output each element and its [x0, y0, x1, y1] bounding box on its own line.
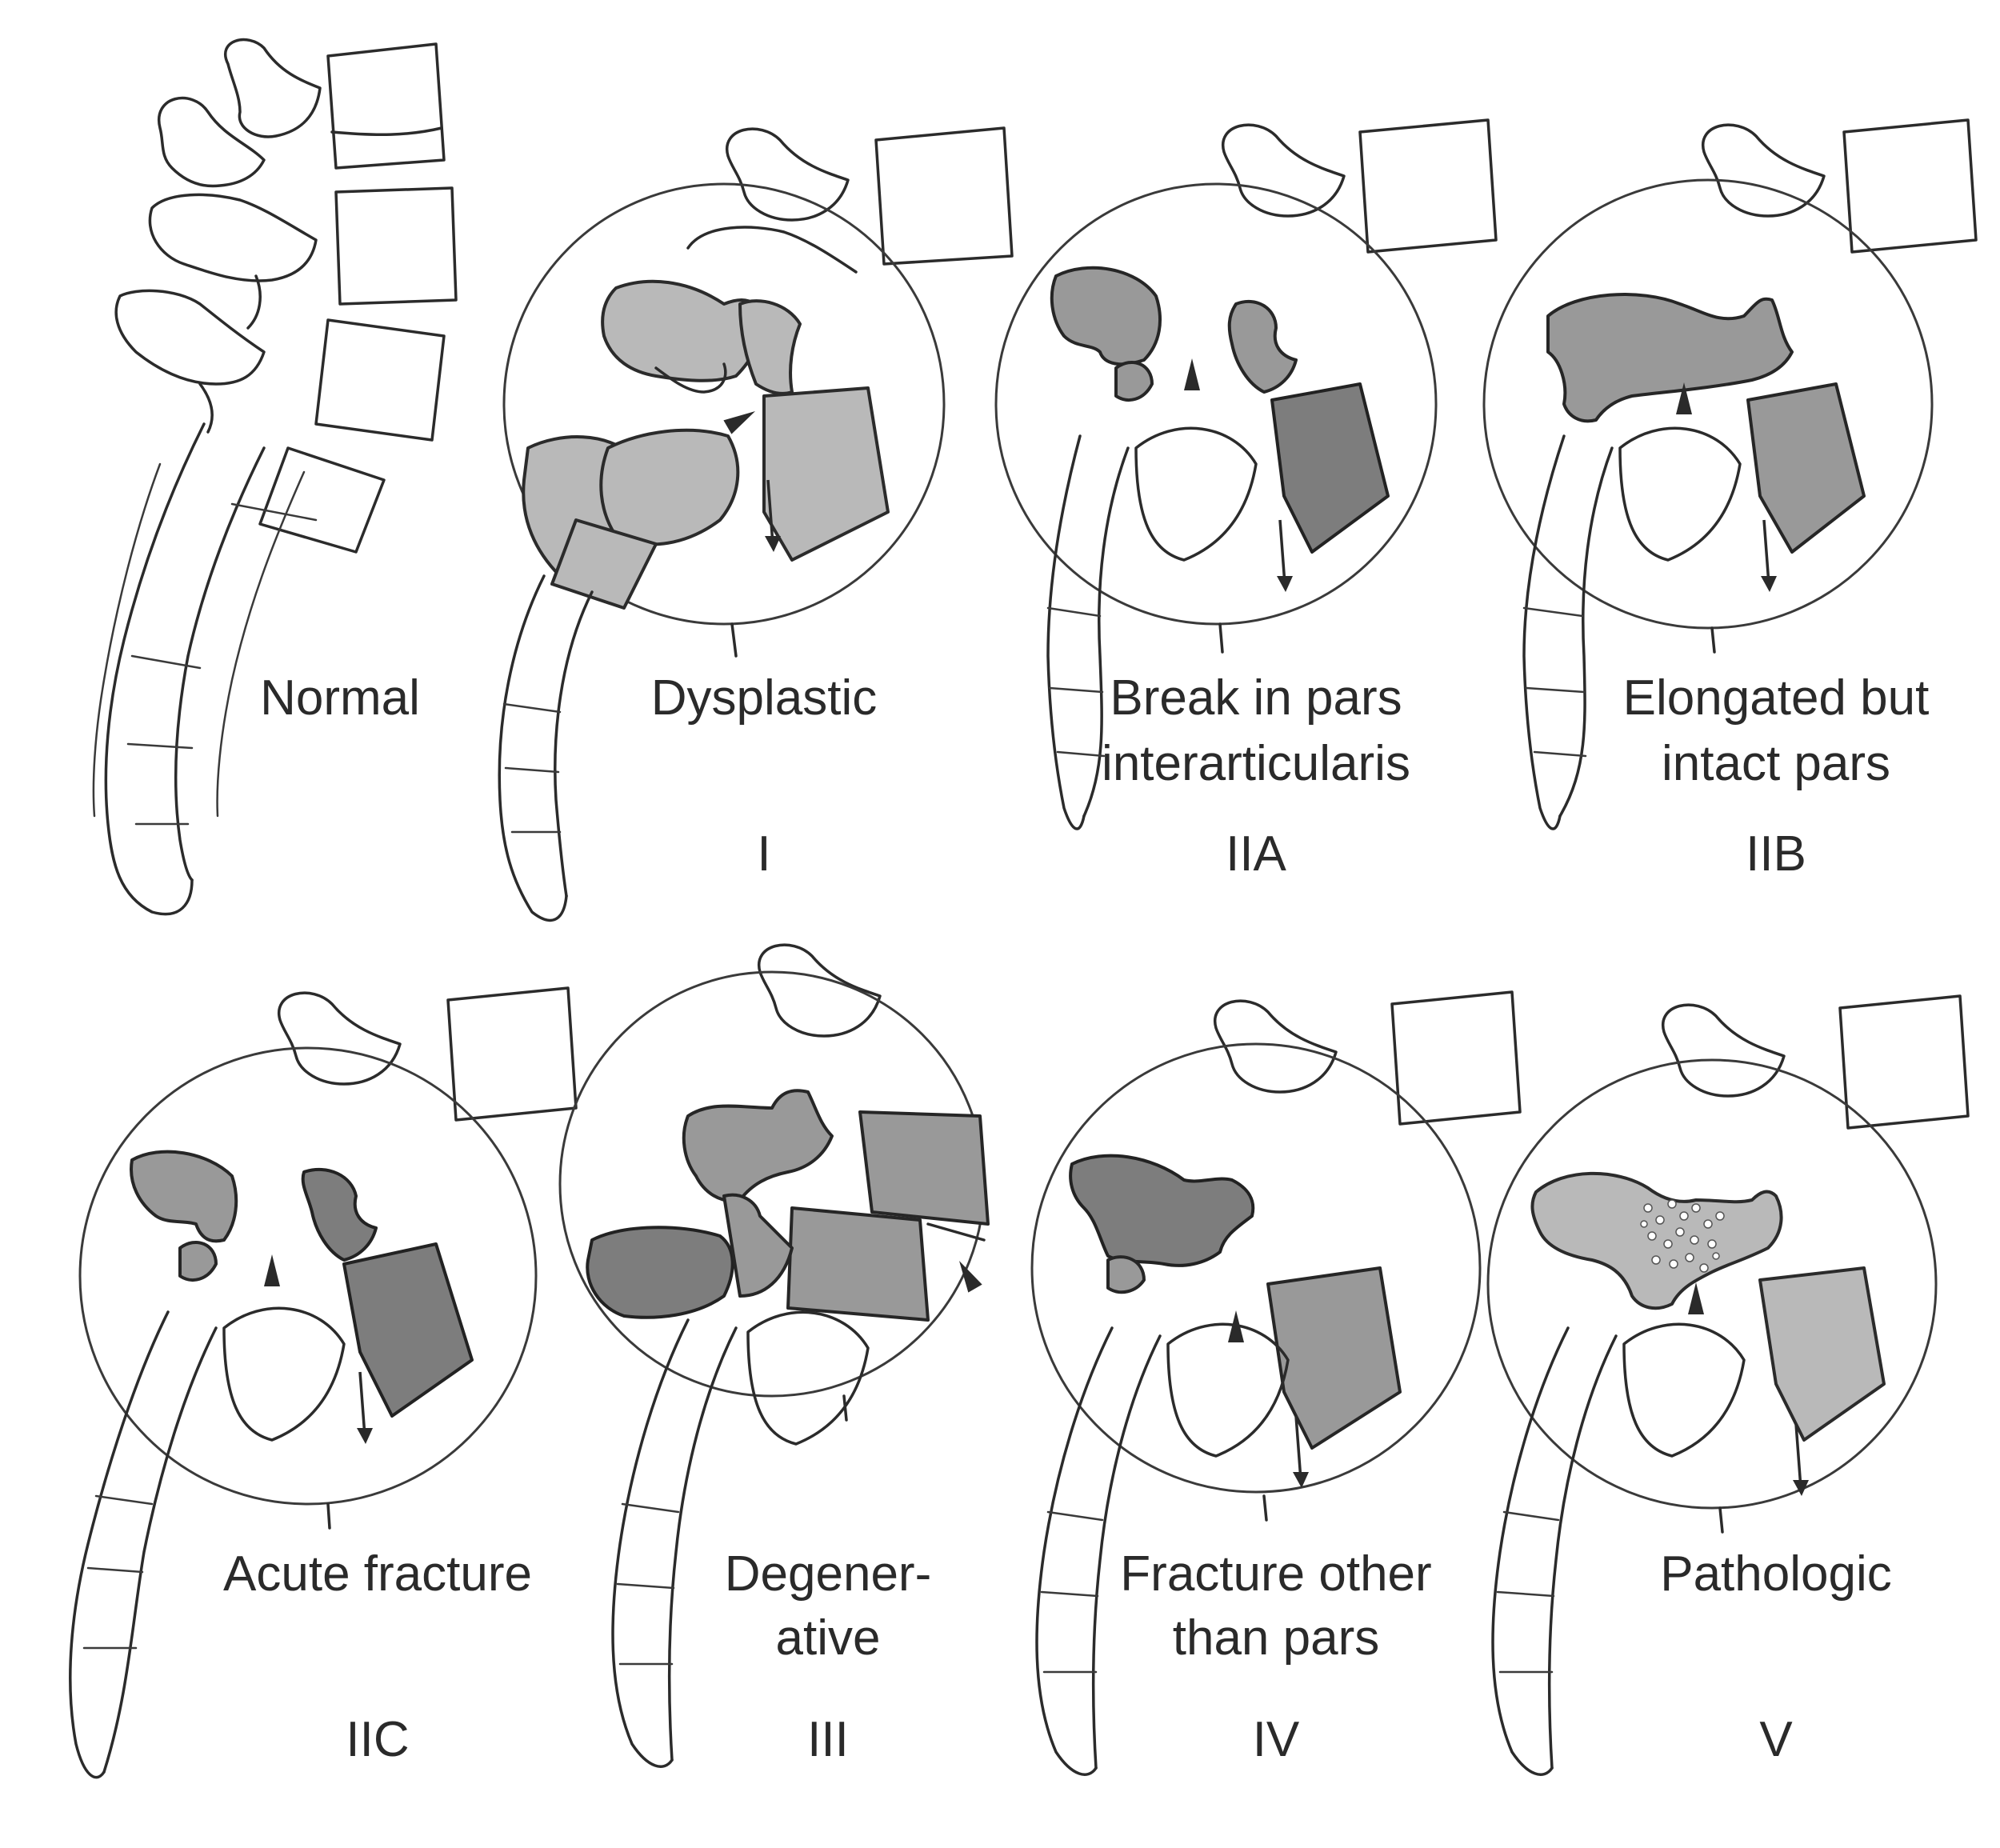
pathologic-spine-drawing	[1486, 994, 1970, 1776]
panel-label-line: Elongated but	[1623, 670, 1930, 726]
elongated-pars-spine-drawing	[1482, 118, 1978, 830]
panel-label-line: Acute fracture	[223, 1546, 532, 1602]
grade-label: IV	[1253, 1712, 1300, 1767]
grade-label: IIA	[1226, 826, 1286, 882]
panel-dysplastic: Dysplastic I	[498, 126, 1014, 922]
panel-label-line: ative	[776, 1610, 881, 1666]
panel-normal: Normal	[92, 38, 458, 916]
panel-label-line: Normal	[260, 670, 420, 726]
panel-fracture-other: Fracture other than pars IV	[1030, 990, 1522, 1776]
degenerative-spine-drawing	[558, 943, 990, 1768]
panel-label-line: than pars	[1173, 1610, 1380, 1666]
dysplastic-spine-drawing	[498, 126, 1014, 922]
panel-break-pars: Break in pars interarticularis IIA	[994, 118, 1498, 882]
panel-pathologic: Pathologic V	[1486, 994, 1970, 1776]
magnification-circle	[1482, 178, 1934, 630]
panel-label-line: Pathologic	[1660, 1546, 1892, 1602]
panel-label-line: Fracture other	[1120, 1546, 1431, 1602]
panel-label-line: Dysplastic	[651, 670, 878, 726]
magnification-circle	[1486, 1058, 1938, 1510]
panel-label-line: Break in pars	[1110, 670, 1402, 726]
panel-elongated-pars: Elongated but intact pars IIB	[1482, 118, 1978, 882]
normal-spine-drawing	[92, 38, 458, 916]
fracture-other-spine-drawing	[1030, 990, 1522, 1776]
panel-label-line: intact pars	[1662, 736, 1890, 791]
grade-label: III	[807, 1712, 849, 1767]
panel-acute-fracture: Acute fracture IIC	[69, 986, 578, 1779]
magnification-circle	[994, 182, 1438, 626]
grade-label: I	[757, 826, 770, 882]
panel-label-line: Degener-	[725, 1546, 931, 1602]
panel-label-line: interarticularis	[1102, 736, 1410, 791]
magnification-circle	[78, 1046, 538, 1506]
panel-degenerative: Degener- ative III	[558, 943, 990, 1768]
lesion-speckles	[1640, 1199, 1725, 1273]
acute-fracture-spine-drawing	[69, 986, 578, 1779]
grade-label: IIC	[346, 1712, 409, 1767]
grade-label: V	[1759, 1712, 1793, 1767]
magnification-circle	[502, 182, 946, 626]
grade-label: IIB	[1746, 826, 1806, 882]
break-pars-spine-drawing	[994, 118, 1498, 830]
magnification-circle	[1030, 1042, 1482, 1494]
